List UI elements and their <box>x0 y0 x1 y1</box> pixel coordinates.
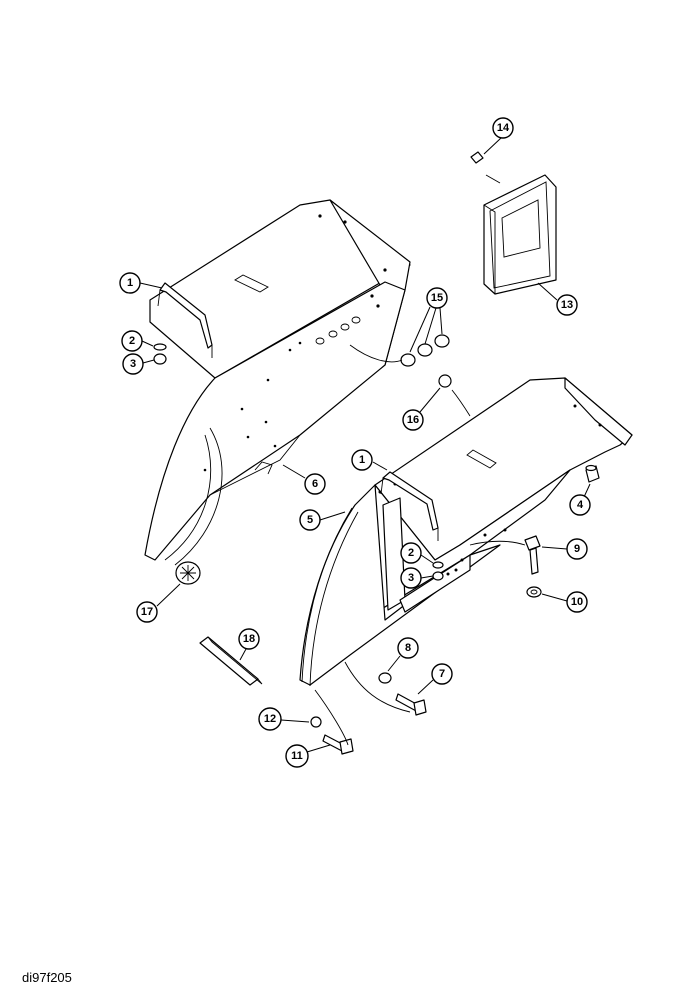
svg-text:16: 16 <box>407 414 419 426</box>
callout-15: 15 <box>409 287 448 353</box>
svg-text:7: 7 <box>439 668 445 680</box>
callout-3-upper: 3 <box>122 353 155 375</box>
left-handle <box>157 282 213 358</box>
callout-3-lower: 3 <box>400 567 434 589</box>
callout-14: 14 <box>483 117 514 155</box>
left-fender <box>144 199 411 566</box>
callout-16: 16 <box>402 387 441 431</box>
svg-text:2: 2 <box>408 547 414 559</box>
callout-9: 9 <box>541 538 588 560</box>
right-handle <box>380 471 439 541</box>
svg-text:11: 11 <box>291 750 303 762</box>
emblem <box>175 561 201 585</box>
callout-4: 4 <box>569 483 591 516</box>
washer-8 <box>378 672 392 684</box>
svg-text:1: 1 <box>127 277 133 289</box>
callout-13: 13 <box>537 282 578 316</box>
svg-text:5: 5 <box>307 514 313 526</box>
bolt-7 <box>344 661 427 716</box>
svg-text:1: 1 <box>359 454 365 466</box>
callout-2-upper: 2 <box>121 330 154 352</box>
svg-text:17: 17 <box>141 606 153 618</box>
screw <box>470 151 501 184</box>
svg-text:3: 3 <box>408 572 414 584</box>
washer-12 <box>310 716 322 728</box>
svg-text:13: 13 <box>561 299 573 311</box>
spacer <box>585 464 600 483</box>
callout-17: 17 <box>136 583 181 623</box>
bolt-9 <box>469 535 541 575</box>
svg-text:10: 10 <box>571 596 583 608</box>
callout-12: 12 <box>258 707 310 731</box>
washer-10 <box>526 586 542 598</box>
callout-1-lower: 1 <box>351 449 388 471</box>
svg-text:3: 3 <box>130 358 136 370</box>
svg-text:18: 18 <box>243 633 255 645</box>
svg-text:9: 9 <box>574 543 580 555</box>
callout-5: 5 <box>299 509 346 531</box>
svg-text:6: 6 <box>312 478 318 490</box>
callout-18: 18 <box>238 628 260 661</box>
svg-text:15: 15 <box>431 292 443 304</box>
right-fender <box>299 377 633 687</box>
lower-washer-nut <box>432 561 444 581</box>
decal-plate <box>483 174 557 295</box>
plug-16 <box>438 374 471 417</box>
callout-6: 6 <box>282 464 326 495</box>
figure-code: di97f205 <box>22 970 72 985</box>
callout-1-upper: 1 <box>119 272 163 294</box>
svg-text:4: 4 <box>577 499 584 511</box>
callout-2-lower: 2 <box>400 542 434 564</box>
callout-10: 10 <box>541 591 588 613</box>
callout-11: 11 <box>285 744 331 768</box>
upper-washer-nut <box>153 343 167 365</box>
callout-8: 8 <box>387 637 419 672</box>
svg-text:8: 8 <box>405 642 411 654</box>
svg-text:14: 14 <box>497 122 510 134</box>
svg-text:12: 12 <box>264 713 276 725</box>
callout-7: 7 <box>417 663 453 695</box>
plugs <box>349 334 450 367</box>
bolt-11 <box>314 689 354 755</box>
svg-text:2: 2 <box>129 335 135 347</box>
bar-18 <box>199 636 263 686</box>
